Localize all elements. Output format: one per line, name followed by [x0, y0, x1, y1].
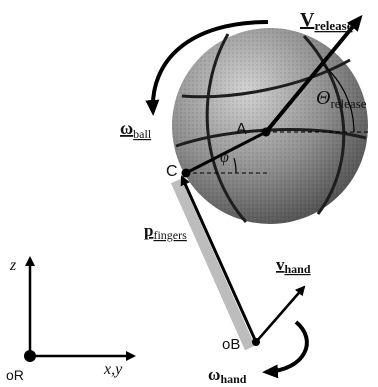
p-fingers-arrow: [180, 175, 258, 343]
point-ob-dot: [252, 338, 260, 346]
point-a-label: A: [236, 121, 247, 138]
theta-arc: [321, 63, 355, 133]
v-hand-label: vhand: [276, 255, 311, 276]
ball-seams: [175, 33, 367, 223]
phi-arc: [233, 157, 237, 174]
z-axis-label: z: [9, 257, 17, 274]
v-hand-arrow: [255, 285, 306, 343]
omega-ball-label: ωball: [120, 118, 152, 141]
v-release-label: Vrelease: [300, 9, 353, 33]
theta-release-label: Θrelease: [316, 87, 367, 111]
segment-c-a: [185, 130, 267, 175]
point-c-dot: [181, 168, 191, 178]
point-ob-label: oB: [222, 336, 240, 353]
origin-or-dot: [24, 350, 36, 362]
v-release-arrow: [264, 14, 363, 134]
p-fingers-label: pfingers: [144, 221, 187, 242]
fingers-band: [170, 178, 256, 351]
omega-ball-arrow: [145, 20, 269, 116]
phi-label: φ: [220, 149, 229, 166]
point-c-label: C: [166, 163, 178, 180]
omega-hand-arrow: [262, 320, 309, 379]
omega-hand-label: ωhand: [208, 365, 247, 386]
origin-or-label: oR: [6, 367, 24, 383]
xy-axis-label: x,y: [103, 361, 123, 378]
point-a-dot: [261, 127, 271, 137]
